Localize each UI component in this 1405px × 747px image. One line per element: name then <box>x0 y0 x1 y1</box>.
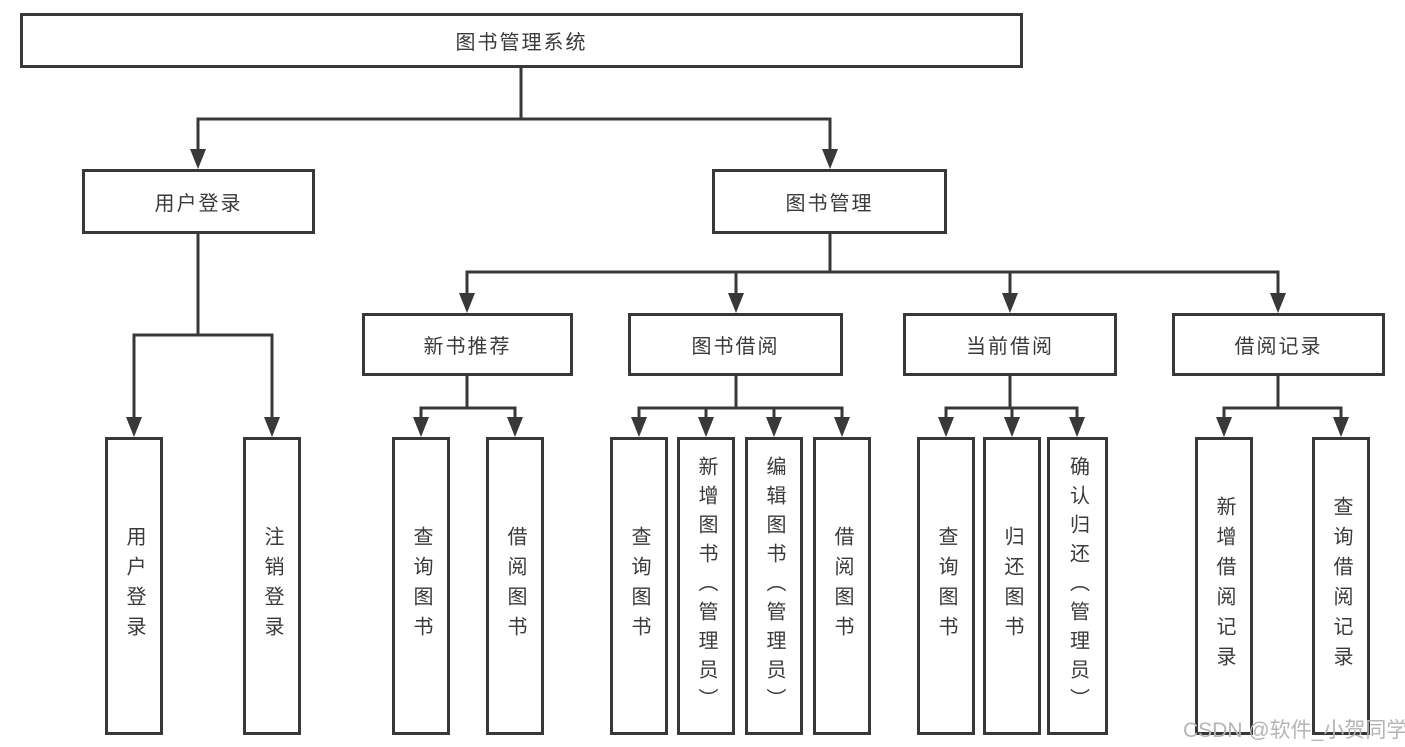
arrowhead <box>834 417 850 437</box>
arrowhead <box>631 417 647 437</box>
leaf-br-query-record-label: 查询借阅记录 <box>1330 496 1352 676</box>
leaf-bb-borrow-books: 借阅图书 <box>813 437 871 735</box>
leaf-rec-query-books-label: 查询图书 <box>410 526 432 646</box>
leaf-rec-borrow-books-label: 借阅图书 <box>504 526 526 646</box>
arrowhead <box>507 417 523 437</box>
arrowhead <box>264 417 280 437</box>
leaf-bb-query-books: 查询图书 <box>610 437 668 735</box>
leaf-br-add-record-label: 新增借阅记录 <box>1213 496 1235 676</box>
arrowhead <box>1216 417 1232 437</box>
arrowhead <box>459 293 475 313</box>
node-borrowing-records: 借阅记录 <box>1172 313 1385 376</box>
arrowhead <box>1069 417 1085 437</box>
node-book-borrowing-label: 图书借阅 <box>691 336 780 358</box>
csdn-watermark: CSDN @软件_小贺同学 <box>1183 719 1405 742</box>
arrowhead <box>822 149 838 169</box>
connector-rec-to-leaves <box>419 374 517 434</box>
node-book-borrowing: 图书借阅 <box>628 313 843 376</box>
arrowhead <box>1333 417 1349 437</box>
leaf-cb-confirm-return-admin-label: 确认归还（管理员） <box>1066 455 1089 717</box>
node-book-management: 图书管理 <box>712 169 947 234</box>
leaf-bb-add-books-admin-label: 新增图书（管理员） <box>695 455 717 717</box>
leaf-logout-label: 注销登录 <box>261 526 283 646</box>
node-user-login-label: 用户登录 <box>154 193 243 215</box>
leaf-cb-return-books: 归还图书 <box>983 437 1041 735</box>
node-root: 图书管理系统 <box>20 13 1023 68</box>
connector-userlogin-to-leaves <box>132 232 274 434</box>
node-new-book-recommend-label: 新书推荐 <box>423 336 512 358</box>
leaf-user-login: 用户登录 <box>105 437 163 735</box>
node-new-book-recommend: 新书推荐 <box>362 313 573 376</box>
arrowhead <box>190 149 206 169</box>
leaf-cb-confirm-return-admin: 确认归还（管理员） <box>1047 437 1108 735</box>
arrowhead <box>766 417 782 437</box>
arrowhead <box>1004 417 1020 437</box>
leaf-cb-query-books-label: 查询图书 <box>935 526 957 646</box>
leaf-bb-add-books-admin: 新增图书（管理员） <box>677 437 735 735</box>
leaf-bb-edit-books-admin: 编辑图书（管理员） <box>745 437 803 735</box>
node-current-borrowing-label: 当前借阅 <box>966 336 1054 358</box>
leaf-user-login-label: 用户登录 <box>123 526 145 646</box>
leaf-rec-borrow-books: 借阅图书 <box>486 437 544 735</box>
leaf-cb-query-books: 查询图书 <box>917 437 975 735</box>
arrowhead <box>126 417 142 437</box>
connector-borrow-to-leaves <box>637 374 844 434</box>
leaf-logout: 注销登录 <box>243 437 301 735</box>
arrowhead <box>938 417 954 437</box>
connector-root-to-level2 <box>196 66 832 166</box>
node-user-login: 用户登录 <box>82 169 315 234</box>
arrowhead <box>413 417 429 437</box>
node-borrowing-records-label: 借阅记录 <box>1234 336 1323 358</box>
node-book-management-label: 图书管理 <box>785 193 874 215</box>
leaf-cb-return-books-label: 归还图书 <box>1001 526 1023 646</box>
leaf-br-query-record: 查询借阅记录 <box>1312 437 1370 735</box>
leaf-rec-query-books: 查询图书 <box>392 437 450 735</box>
arrowhead <box>728 293 744 313</box>
arrowhead <box>1002 293 1018 313</box>
leaf-bb-borrow-books-label: 借阅图书 <box>831 526 853 646</box>
leaf-bb-edit-books-admin-label: 编辑图书（管理员） <box>763 455 785 717</box>
leaf-bb-query-books-label: 查询图书 <box>628 526 650 646</box>
connector-records-to-leaves <box>1222 374 1343 434</box>
node-current-borrowing: 当前借阅 <box>903 313 1117 376</box>
connector-bookmgmt-to-level3 <box>465 232 1280 310</box>
arrowhead <box>1270 293 1286 313</box>
node-root-label: 图书管理系统 <box>455 32 588 54</box>
leaf-br-add-record: 新增借阅记录 <box>1195 437 1253 735</box>
arrowhead <box>698 417 714 437</box>
